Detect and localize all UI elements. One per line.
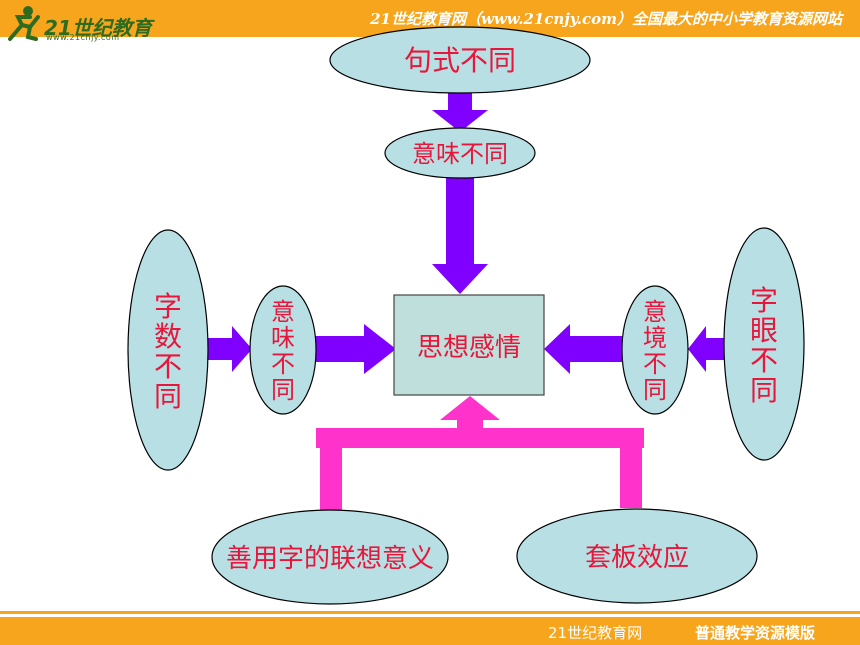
ellipse-right-outer bbox=[723, 227, 805, 461]
arrow-top-head-2 bbox=[432, 264, 488, 294]
arrow-top-stem-2 bbox=[446, 174, 474, 266]
arrow-right-head-1 bbox=[544, 324, 570, 374]
right-outer-char: 不 bbox=[750, 344, 778, 377]
ellipse-bottom-right bbox=[516, 508, 758, 604]
runner-logo-icon bbox=[8, 6, 40, 41]
arrow-left-head-1 bbox=[232, 326, 252, 372]
arrow-left-head-2 bbox=[364, 324, 396, 374]
center-label: 思想感情 bbox=[417, 333, 521, 363]
ellipse-right-inner bbox=[621, 285, 689, 415]
connector-left-leg bbox=[320, 446, 342, 510]
ellipse-top-outer bbox=[329, 26, 591, 94]
arrow-bottom-stem bbox=[457, 418, 483, 430]
label-bottom-left: 善用字的联想意义 bbox=[226, 544, 434, 574]
right-inner-char: 同 bbox=[643, 376, 667, 404]
footer-template-name: 普通教学资源模版 bbox=[695, 624, 816, 642]
label-top-outer: 句式不同 bbox=[404, 44, 516, 77]
arrow-left-stem-2 bbox=[314, 336, 366, 362]
label-bottom-right: 套板效应 bbox=[585, 543, 689, 573]
center-box bbox=[393, 294, 545, 396]
right-outer-char: 同 bbox=[750, 374, 778, 407]
right-outer-char: 眼 bbox=[750, 314, 778, 347]
arrow-right-stem-2 bbox=[704, 338, 728, 360]
arrow-left-stem-1 bbox=[206, 338, 234, 360]
left-outer-char: 字 bbox=[154, 290, 182, 323]
label-left-inner: 意味不同 bbox=[271, 298, 295, 404]
right-inner-char: 意 bbox=[643, 298, 667, 326]
left-inner-char: 味 bbox=[271, 324, 295, 352]
ellipse-bottom-left bbox=[211, 509, 449, 605]
arrow-bottom-head bbox=[440, 396, 500, 420]
ellipse-top-inner bbox=[384, 127, 536, 179]
logo-text: 21世纪教育 bbox=[44, 16, 152, 40]
left-inner-char: 意 bbox=[271, 298, 295, 326]
connector-bar bbox=[316, 428, 644, 448]
left-outer-char: 数 bbox=[154, 320, 182, 353]
right-outer-char: 字 bbox=[750, 284, 778, 317]
label-top-inner: 意味不同 bbox=[412, 140, 508, 168]
header-slogan: 21世纪教育网（www.21cnjy.com）全国最大的中小学教育资源网站 bbox=[370, 10, 842, 28]
arrow-right-stem-1 bbox=[568, 336, 622, 362]
left-outer-char: 同 bbox=[154, 380, 182, 413]
footer-bar: 21世纪教育网 普通教学资源模版 bbox=[0, 617, 860, 645]
right-inner-char: 境 bbox=[643, 324, 667, 352]
site-logo: 21世纪教育 www.21cnjy.com bbox=[0, 0, 178, 46]
ellipse-left-inner bbox=[249, 285, 317, 415]
logo-url: www.21cnjy.com bbox=[46, 33, 120, 42]
left-inner-char: 不 bbox=[271, 350, 295, 378]
footer-site-name: 21世纪教育网 bbox=[548, 624, 643, 642]
right-inner-char: 不 bbox=[643, 350, 667, 378]
footer-divider bbox=[0, 611, 860, 614]
left-outer-char: 不 bbox=[154, 350, 182, 383]
arrow-right-head-2 bbox=[688, 326, 706, 372]
connector-right-leg bbox=[620, 446, 642, 508]
arrow-top-head-1 bbox=[432, 110, 488, 132]
ellipse-left-outer bbox=[127, 229, 209, 471]
arrow-top-stem-1 bbox=[448, 92, 472, 110]
left-inner-char: 同 bbox=[271, 376, 295, 404]
